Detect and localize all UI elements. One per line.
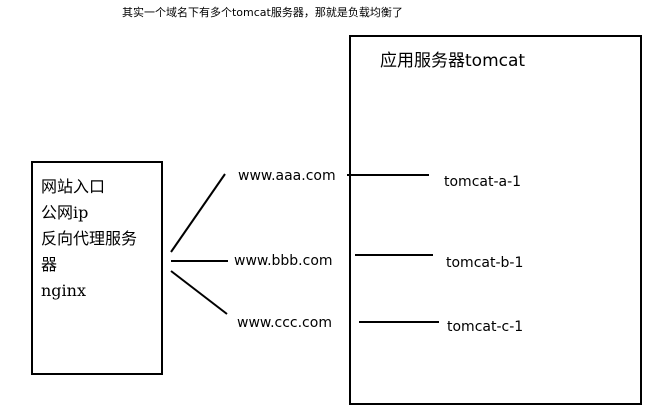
left-box-line-5: nginx	[41, 281, 86, 300]
left-box-line-2: 公网ip	[41, 203, 89, 222]
left-box-content: 网站入口 公网ip 反向代理服务 器 nginx	[41, 174, 161, 304]
tomcat-instance-c: tomcat-c-1	[447, 319, 524, 335]
left-box-line-1: 网站入口	[41, 177, 106, 196]
connector-aaa	[170, 173, 226, 253]
connector-ccc	[170, 270, 228, 315]
left-box-line-3: 反向代理服务	[41, 229, 138, 248]
tomcat-instance-b: tomcat-b-1	[446, 255, 524, 271]
right-box-border	[349, 35, 642, 405]
app-server-title: 应用服务器tomcat	[380, 51, 526, 71]
domain-bbb: www.bbb.com	[234, 253, 333, 269]
left-box-border	[31, 161, 163, 375]
domain-ccc: www.ccc.com	[237, 315, 332, 331]
left-box-line-4: 器	[41, 255, 58, 274]
tomcat-instance-a: tomcat-a-1	[444, 174, 522, 190]
domain-aaa: www.aaa.com	[238, 168, 336, 184]
top-note: 其实一个域名下有多个tomcat服务器，那就是负载均衡了	[122, 6, 403, 19]
